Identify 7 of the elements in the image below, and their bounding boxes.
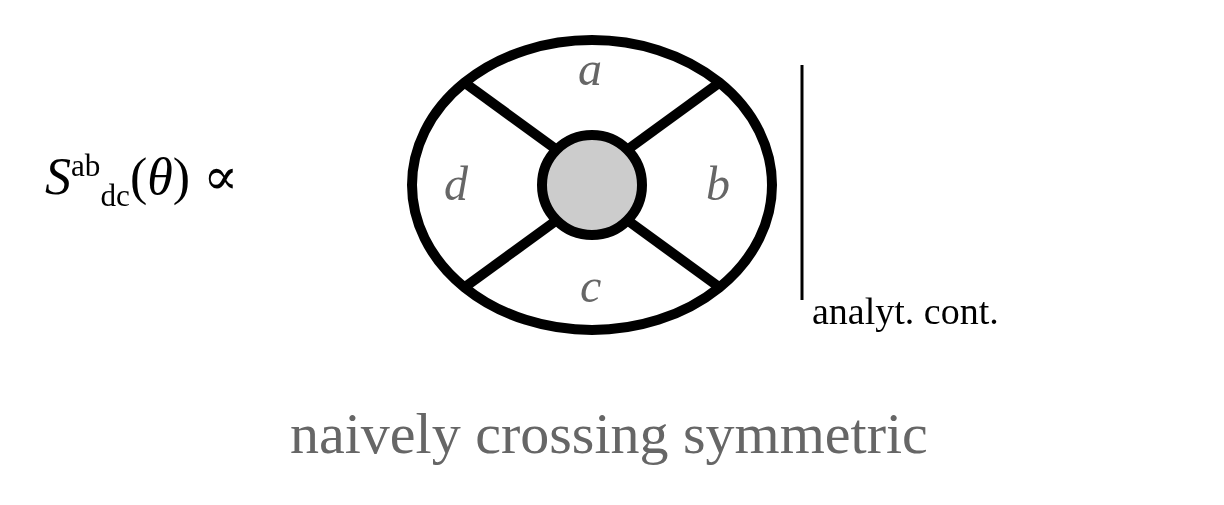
region-label: a <box>578 45 602 93</box>
caption-text: naively crossing symmetric <box>290 405 928 463</box>
region-label: c <box>580 262 602 310</box>
subscript-label: analyt. cont. <box>812 292 999 330</box>
region-label: b <box>706 160 730 208</box>
formula: S$^{ab}$$_{dc}$(θ) ∝ <box>45 150 239 211</box>
region-label: d <box>444 160 468 208</box>
